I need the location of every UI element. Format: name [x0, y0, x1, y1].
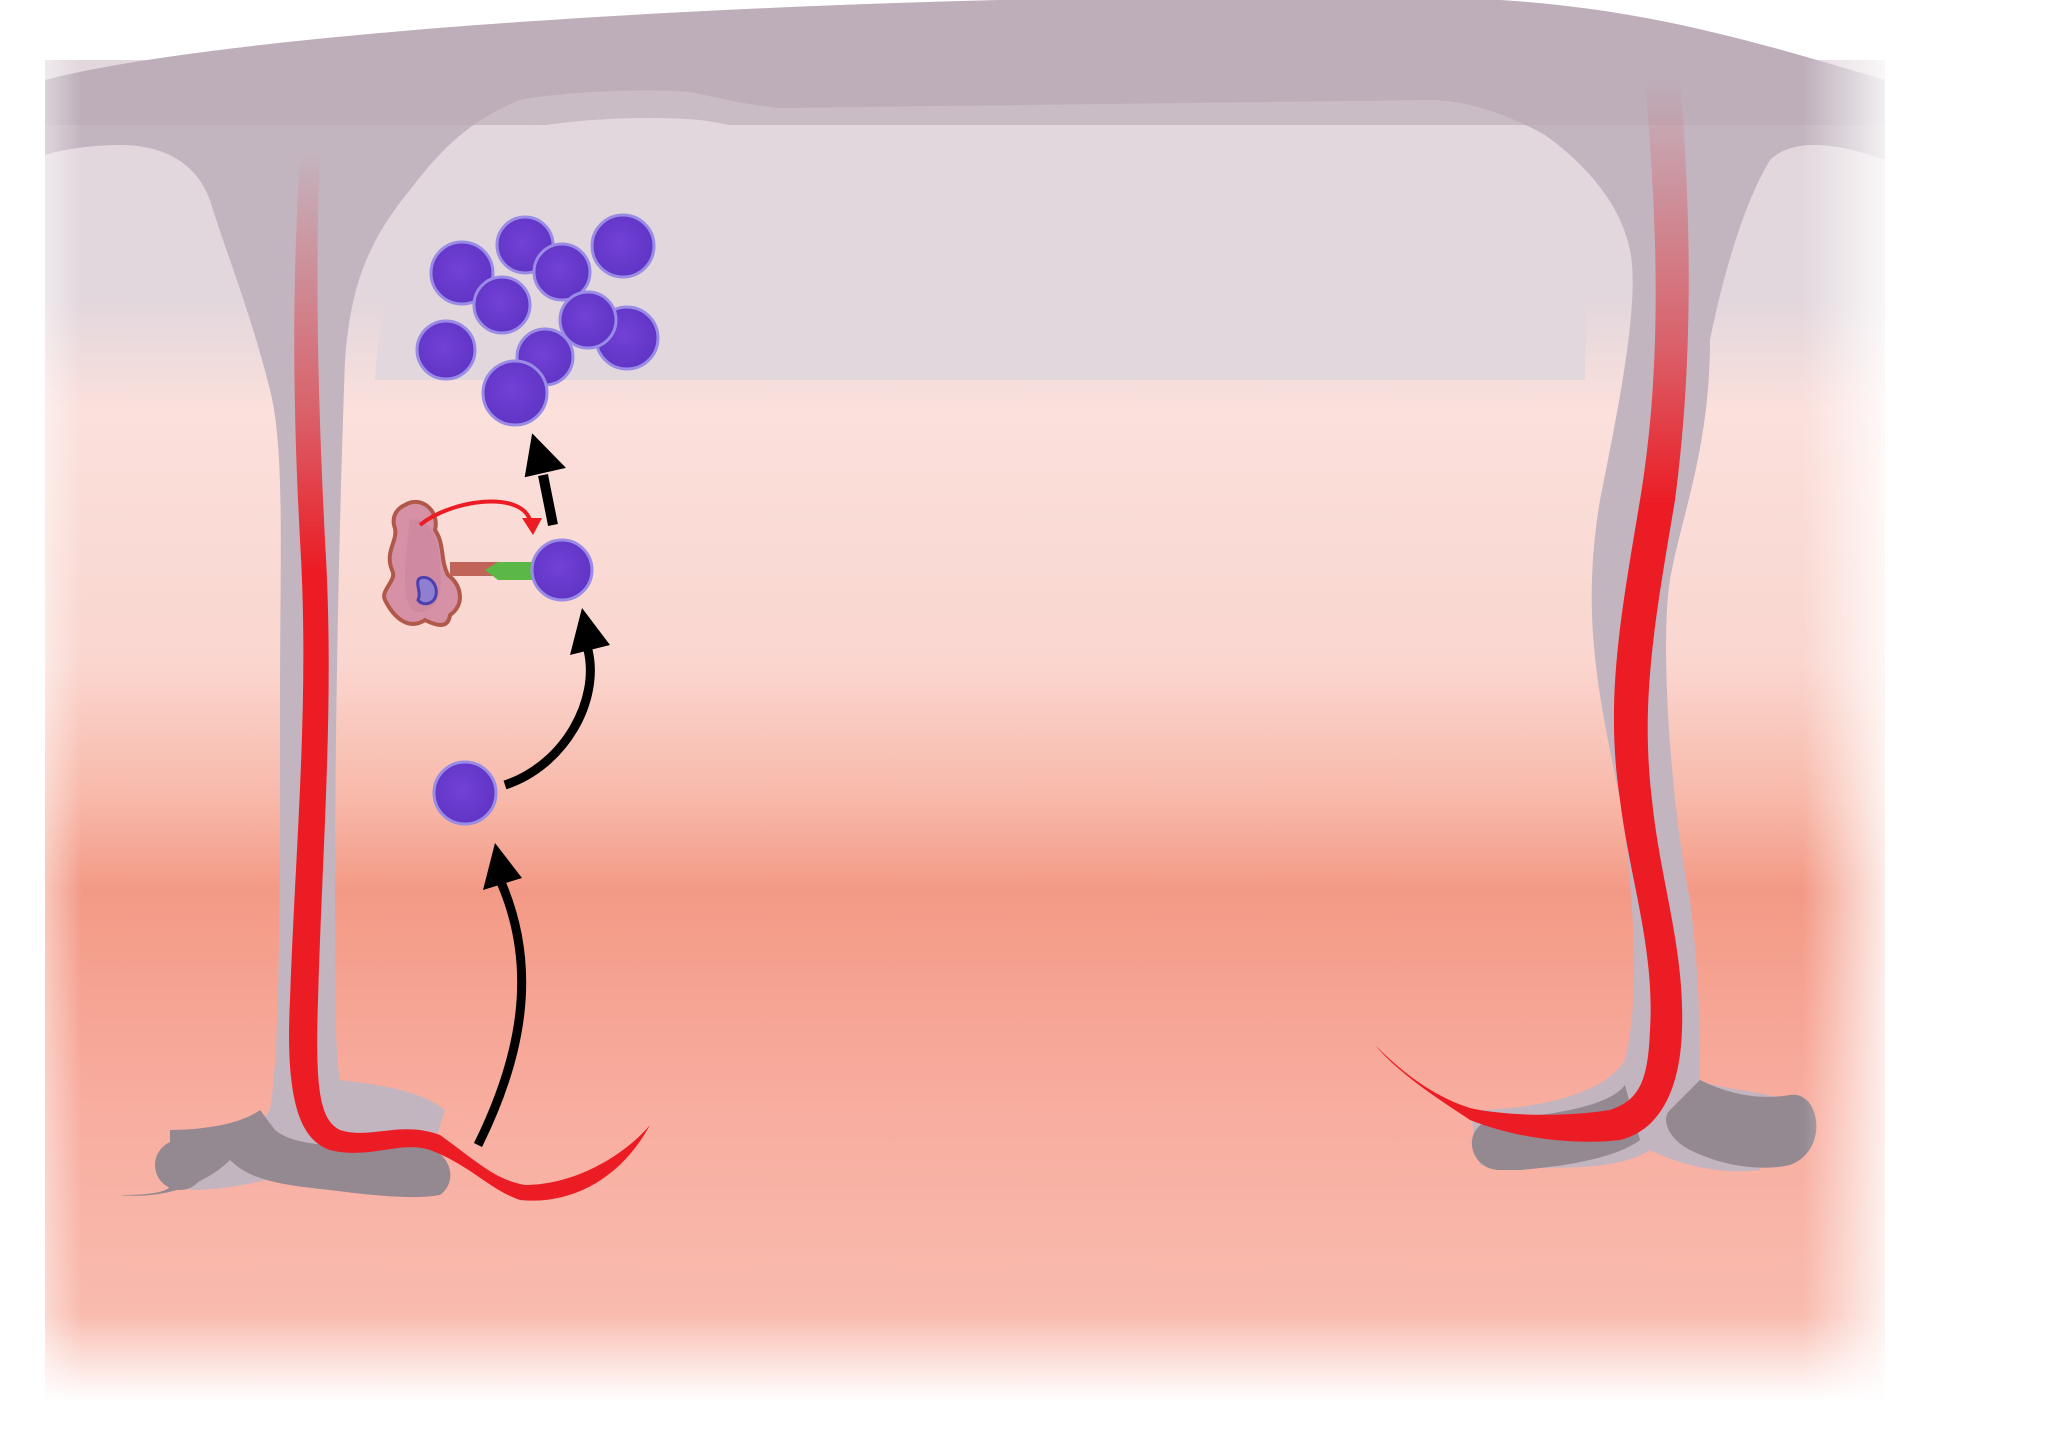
red-curved-arrow-icon [418, 499, 542, 535]
lymphocyte-icon [429, 240, 495, 306]
lymphocyte-icon [481, 359, 549, 427]
lymphocyte-icon [415, 319, 477, 381]
receptor-bar [450, 562, 498, 576]
lymphocyte-icon [532, 242, 592, 302]
ligand-green [485, 562, 535, 580]
activated-lymphocyte [530, 538, 594, 602]
lymphocyte-cluster [415, 213, 660, 427]
arrow-icon [524, 433, 566, 526]
lymphocyte-icon [472, 275, 532, 335]
arrow-icon [473, 843, 527, 1147]
antigen-presenting-cell-icon [382, 499, 462, 627]
naive-lymphocyte [432, 760, 498, 826]
arrow-icon [503, 608, 610, 790]
lymphocyte-icon [590, 213, 656, 279]
apc-nucleus [416, 575, 438, 606]
lymphocyte-icon [558, 290, 618, 350]
